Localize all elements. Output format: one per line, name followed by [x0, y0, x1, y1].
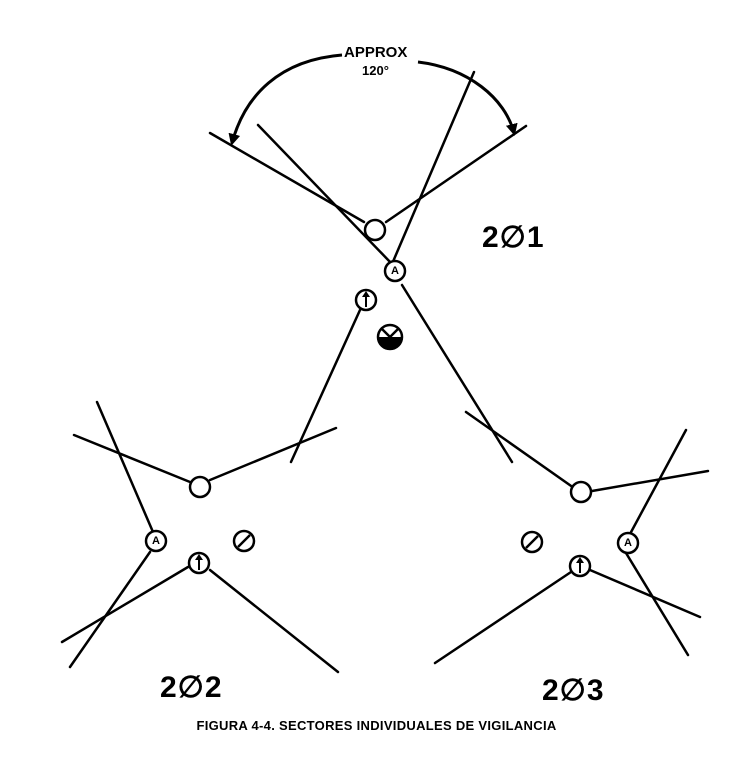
- team-3-leader-left-limit: [464, 410, 576, 490]
- team-3-grenadier-right-limit: [588, 568, 702, 619]
- team-2-rifleman-icon: [232, 529, 256, 553]
- team-2-leader-position-icon: [188, 475, 212, 499]
- team-1-grenadier-arrow-head: [362, 291, 370, 297]
- approx-label: APPROX: [344, 44, 408, 61]
- team-2-leader-right-limit: [208, 426, 338, 482]
- angle-label: 120°: [362, 63, 389, 78]
- team-3-leader-position-icon: [569, 480, 593, 504]
- team-2-grenadier-arrow-head: [195, 554, 203, 560]
- team-2-grenadier-left-limit: [60, 565, 190, 644]
- team-1-gunner-left-limit: [289, 308, 362, 464]
- squad-leader-icon: [376, 323, 404, 351]
- team-1-label: 2∅1: [482, 221, 545, 254]
- approx-120-arc: [228, 53, 343, 146]
- team-2-grenadier-right-limit: [208, 568, 340, 674]
- approx-120-arc-right: [417, 60, 518, 136]
- team-1-sector-lines: [208, 70, 528, 464]
- team-1-gunner-right-limit: [390, 70, 476, 266]
- team-1-rifleman-left-limit: [256, 123, 394, 266]
- team-3-rifleman-lower-limit: [624, 551, 690, 657]
- team-2-label: 2∅2: [160, 671, 223, 704]
- team-3-automatic-rifleman-icon: [616, 531, 640, 555]
- team-1-rifleman-right-limit: [400, 283, 514, 464]
- team-3-sector-lines: [433, 410, 710, 665]
- team-1-automatic-rifleman-icon: [383, 259, 407, 283]
- team-2-automatic-rifleman-icon: [144, 529, 168, 553]
- figure-caption: FIGURA 4-4. SECTORES INDIVIDUALES DE VIG…: [196, 718, 557, 733]
- team-1-leader-left-limit: [208, 131, 366, 224]
- team-2-automatic-rifleman-letter: A: [152, 535, 160, 547]
- team-1-leader-right-limit: [384, 124, 528, 224]
- team-3-automatic-rifleman-letter: A: [624, 537, 632, 549]
- team-2-rifleman-upper-limit: [95, 400, 155, 534]
- team-2-rifleman-lower-limit: [68, 550, 152, 669]
- team-1-automatic-rifleman-letter: A: [391, 265, 399, 277]
- team-3-leader-right-limit: [590, 469, 710, 493]
- team-3-rifleman-icon: [520, 530, 544, 554]
- team-2-leader-left-limit: [72, 433, 192, 484]
- team-1-leader-position-icon: [363, 218, 387, 242]
- team-2-sector-lines: [60, 400, 340, 674]
- team-3-label: 2∅3: [542, 674, 605, 707]
- team-3-grenadier-left-limit: [433, 570, 573, 665]
- team-3-rifleman-upper-limit: [628, 428, 688, 536]
- team-3-grenadier-arrow-head: [576, 557, 584, 563]
